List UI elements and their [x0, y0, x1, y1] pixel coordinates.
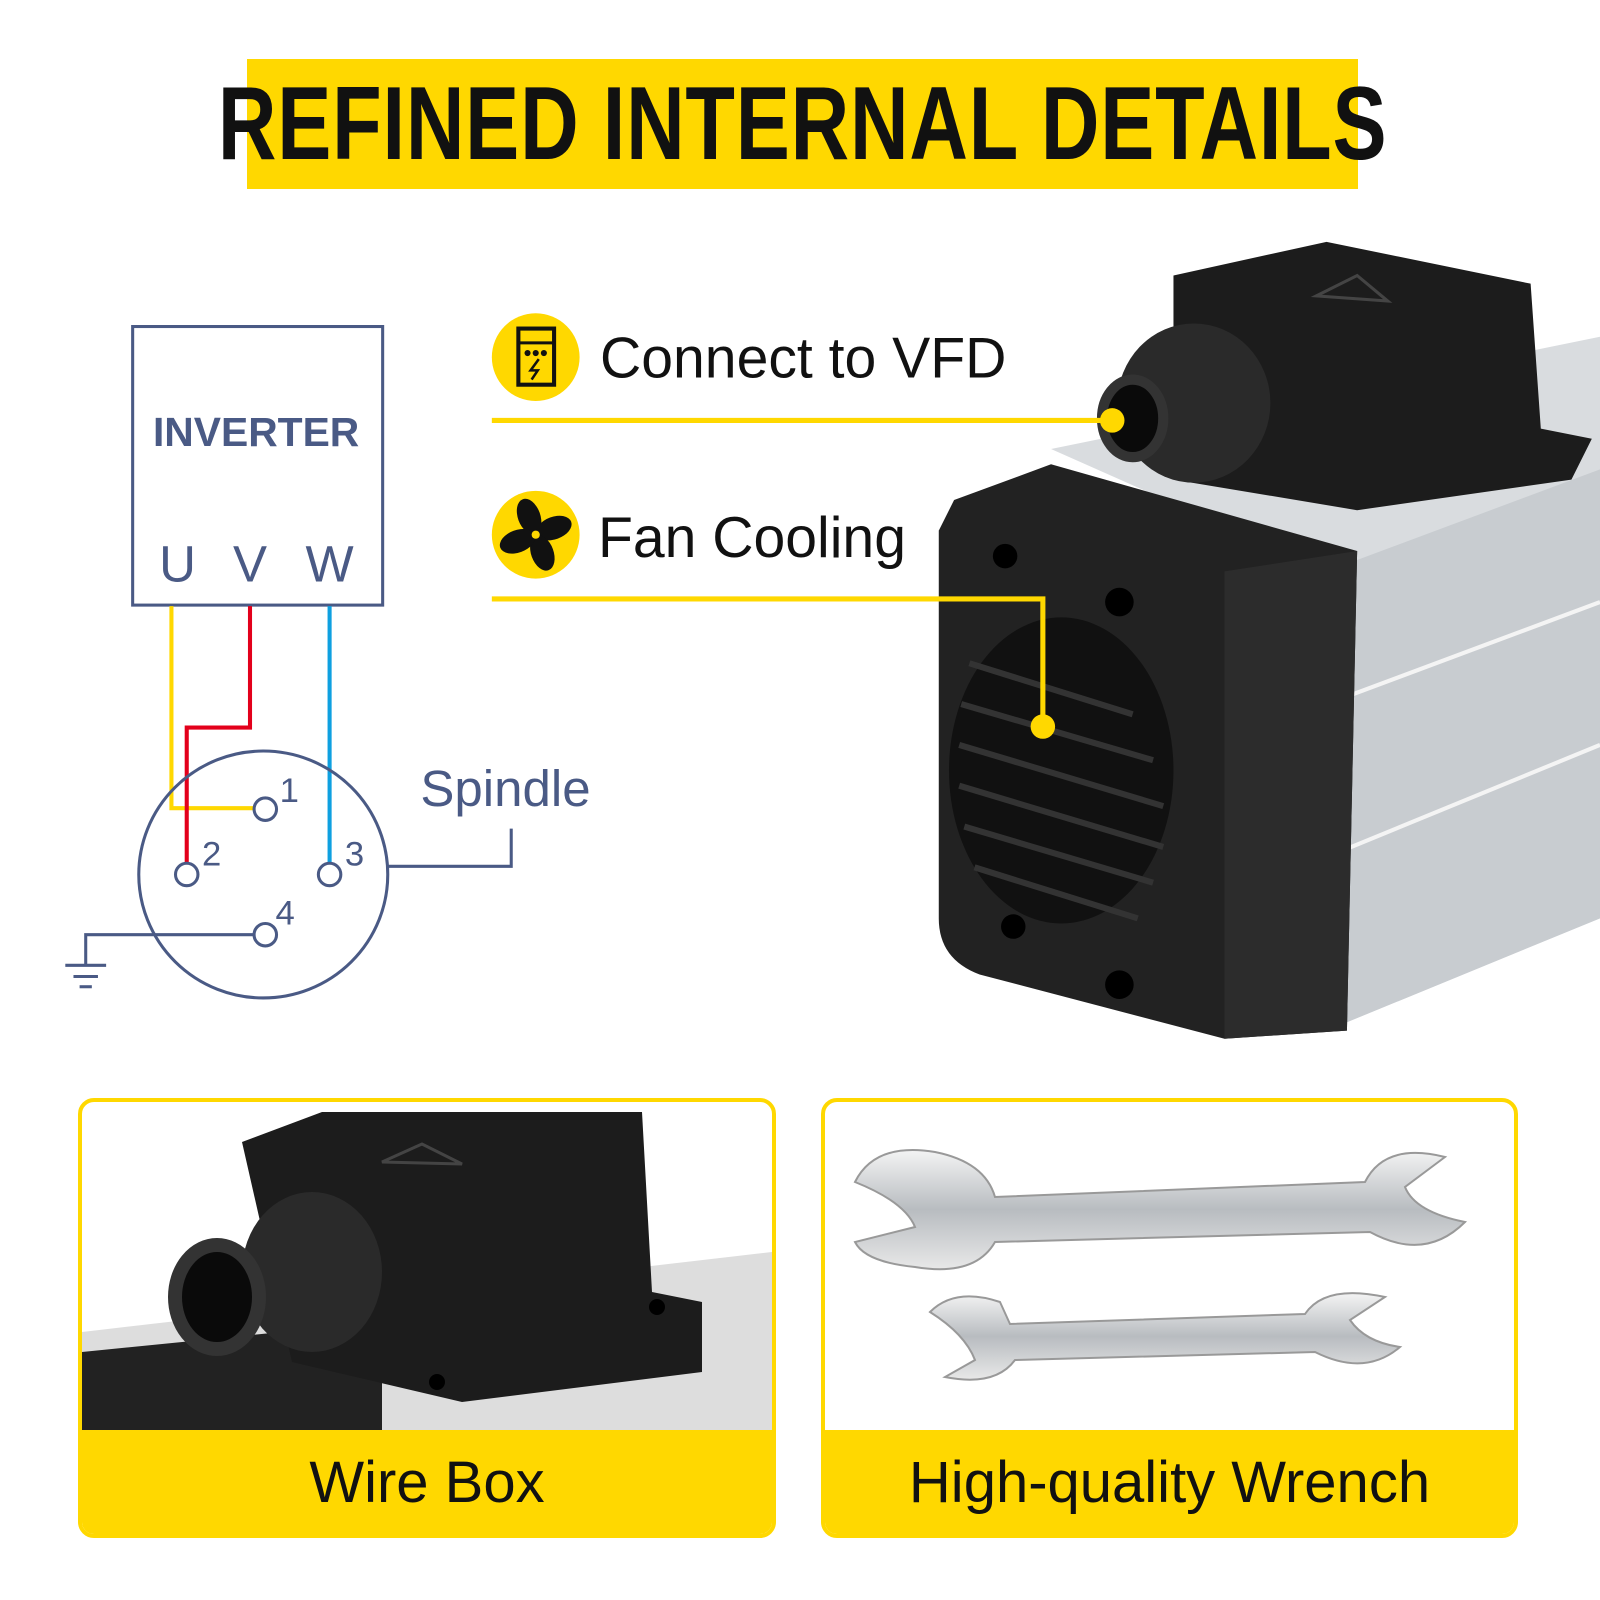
main-illustration: Connect to VFD Fan Cooling INVERTER U V … — [65, 241, 1600, 1039]
spindle-connector — [137, 749, 390, 1000]
pin-3-label: 3 — [345, 835, 364, 873]
ground-icon — [65, 963, 107, 989]
wiring-diagram: INVERTER U V W 1 2 3 4 Spindle — [65, 325, 591, 1000]
panel-wire-box: Wire Box — [78, 1098, 776, 1538]
page-title: REFINED INTERNAL DETAILS — [217, 65, 1388, 182]
pin-4-label: 4 — [276, 894, 295, 932]
wire-box-photo — [82, 1112, 772, 1442]
wire-u — [169, 606, 256, 811]
terminal-w: W — [306, 536, 354, 593]
pin-2-label: 2 — [202, 835, 221, 873]
inverter-box — [131, 325, 385, 607]
fan-icon — [491, 490, 580, 579]
caption-wrench: High-quality Wrench — [825, 1430, 1514, 1534]
callout-label-vfd: Connect to VFD — [600, 327, 1006, 391]
terminal-v: V — [233, 536, 267, 593]
vfd-callout-dot — [1100, 408, 1125, 433]
spindle-label: Spindle — [420, 760, 590, 817]
callout-label-fan: Fan Cooling — [598, 506, 906, 570]
terminal-u: U — [159, 536, 196, 593]
pin-1-label: 1 — [280, 772, 299, 810]
vfd-device-icon — [491, 313, 580, 402]
fan-callout-line — [491, 596, 1046, 727]
caption-wire-box: Wire Box — [82, 1430, 772, 1534]
wire-v — [184, 606, 253, 866]
fan-callout-dot — [1030, 714, 1056, 739]
panel-wrench: High-quality Wrench — [821, 1098, 1518, 1538]
inverter-label: INVERTER — [153, 409, 359, 455]
title-banner: REFINED INTERNAL DETAILS — [218, 59, 1386, 189]
wrench-photo — [853, 1149, 1468, 1381]
spindle-motor-photo — [938, 241, 1600, 1039]
